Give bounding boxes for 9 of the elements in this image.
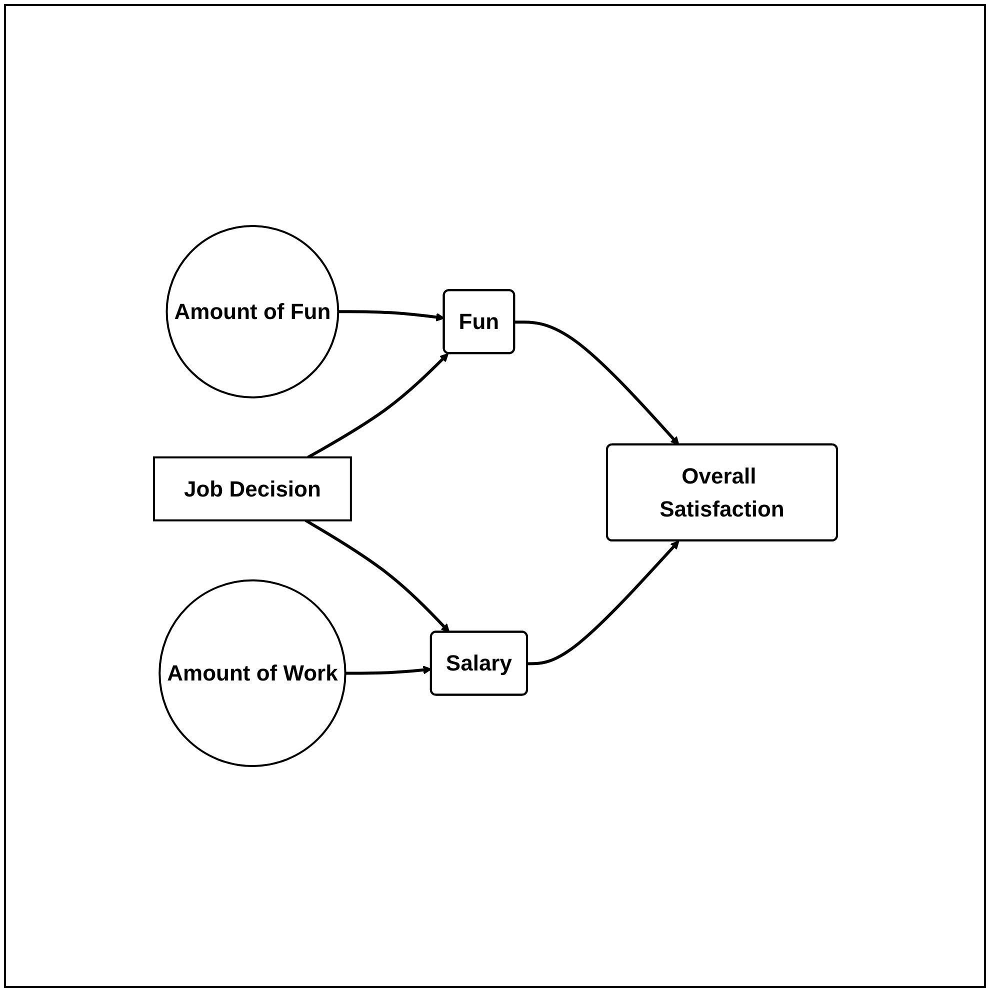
node-circle: Amount of Work [158, 579, 346, 768]
node-box: Job Decision [152, 456, 352, 522]
arrow [304, 519, 450, 633]
arrow [514, 320, 679, 446]
arrow [306, 353, 448, 459]
node-circle: Amount of Fun [165, 224, 339, 398]
arrow [344, 666, 432, 675]
arrow [338, 310, 444, 322]
arrow [526, 540, 679, 666]
